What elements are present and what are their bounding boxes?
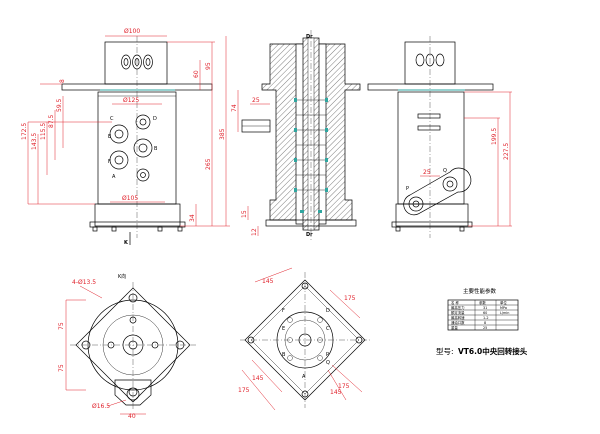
bottom-port-labels: F D E C B P Q A (282, 308, 330, 380)
view-label-kdir: K向 (118, 273, 126, 280)
section-dimensions: 74 25 15 12 (231, 90, 270, 236)
dim-h595: 59.5 (56, 98, 63, 112)
bottom-section-view: F D E C B P Q A 145 175 145 175 175 145 (238, 267, 372, 411)
dim-r175b: 175 (238, 387, 250, 394)
front-view: C D E B F A K Ø100 Ø125 Ø105 (21, 28, 230, 246)
bottom-port-d: D (326, 308, 330, 314)
dim-h34: 34 (189, 214, 196, 222)
k-direction-view: K向 4-Ø13.5 75 75 Ø16.5 (58, 273, 196, 420)
port-label-a: A (112, 174, 116, 180)
side-port-p: P (406, 186, 409, 192)
param-r1-c2: MPa (500, 306, 507, 310)
front-port-labels: C D E B F A (108, 116, 158, 180)
dim-h1725: 172.5 (21, 123, 28, 140)
dim-b75a: 75 (58, 322, 65, 330)
model-label: 型号: (436, 347, 454, 356)
port-label-f: F (108, 159, 111, 165)
view-label-k: K (124, 240, 129, 246)
dim-s12: 12 (251, 228, 258, 236)
dim-h2275: 227.5 (503, 143, 510, 160)
side-dimensions: 199.5 227.5 25 (420, 91, 512, 227)
bottom-port-b: B (282, 352, 286, 358)
dim-h1995: 199.5 (491, 128, 498, 145)
parameter-table: 主要性能参数 名 称 参数 单位 最高压力 31 MPa 额定流量 60 L/m… (436, 287, 528, 356)
dim-s15: 15 (241, 210, 248, 218)
dim-mid-dia: Ø125 (123, 97, 139, 104)
dim-low-dia: Ø105 (122, 195, 138, 202)
port-label-d: D (153, 116, 157, 122)
k-view-dimensions: 75 75 Ø16.5 40 (58, 299, 146, 420)
dim-s74: 74 (231, 104, 238, 112)
dim-side-25: 25 (423, 169, 431, 176)
bottom-port-q: Q (326, 360, 330, 366)
dim-h265: 265 (205, 158, 212, 170)
dim-h60: 60 (193, 70, 200, 78)
param-r0-c2: 单位 (500, 300, 507, 305)
bottom-port-c: C (326, 326, 330, 332)
section-label-bottom: Dr (306, 232, 313, 238)
param-r5-c1: 25 (483, 326, 487, 330)
bottom-view-dimensions: 145 175 145 175 175 145 (238, 267, 363, 411)
param-r2-c1: 60 (483, 311, 487, 315)
dim-h8: 8 (59, 79, 66, 83)
param-r3-c0: 最高转速 (451, 315, 465, 320)
dim-top-dia: Ø100 (124, 28, 140, 35)
bottom-port-a: A (302, 374, 306, 380)
dim-h95: 95 (205, 62, 212, 70)
dim-r145c: 145 (330, 389, 342, 396)
param-r1-c0: 最高压力 (451, 305, 465, 310)
section-label-top: Dr (306, 34, 313, 40)
model-name: VT6.0中央回转接头 (458, 346, 528, 356)
front-dimensions: Ø100 Ø125 Ø105 95 60 385 265 34 8 172.5 … (21, 28, 230, 227)
param-r2-c2: L/min (500, 311, 509, 315)
dim-small-dia: Ø16.5 (92, 403, 110, 410)
param-r4-c1: 8 (484, 321, 486, 325)
side-view: P Q 199.5 227.5 25 (367, 36, 512, 238)
param-r5-c0: 重量 (451, 325, 458, 330)
param-r0-c0: 名 称 (451, 300, 459, 305)
param-table-title: 主要性能参数 (463, 287, 497, 295)
dim-r145b: 145 (252, 375, 264, 382)
port-label-b: B (154, 146, 158, 152)
param-r2-c0: 额定流量 (451, 310, 465, 315)
dim-h875: 87.5 (48, 114, 55, 128)
bottom-port-p: P (326, 352, 329, 358)
bottom-port-f: F (282, 308, 285, 314)
dim-b75b: 75 (58, 364, 65, 372)
dim-r175a: 175 (344, 295, 356, 302)
param-r3-c1: 1-2 (483, 316, 489, 320)
side-port-q: Q (443, 168, 447, 174)
dim-s25: 25 (252, 97, 260, 104)
dim-h1155: 115.5 (40, 123, 47, 140)
dim-h1435: 143.5 (31, 133, 38, 150)
port-label-e: E (108, 134, 111, 140)
port-label-c: C (110, 116, 114, 122)
param-r4-c0: 通油口数 (451, 320, 465, 325)
dim-r145a: 145 (262, 278, 274, 285)
bottom-port-e: E (282, 326, 285, 332)
dim-h385: 385 (219, 128, 226, 140)
param-r0-c1: 参数 (479, 300, 486, 305)
section-view: Dr Dr 74 25 15 12 (231, 30, 361, 240)
dim-r175c: 175 (338, 383, 350, 390)
param-r1-c1: 31 (483, 306, 487, 310)
dim-hole-spec: 4-Ø13.5 (72, 279, 96, 286)
dim-b40: 40 (128, 413, 136, 420)
